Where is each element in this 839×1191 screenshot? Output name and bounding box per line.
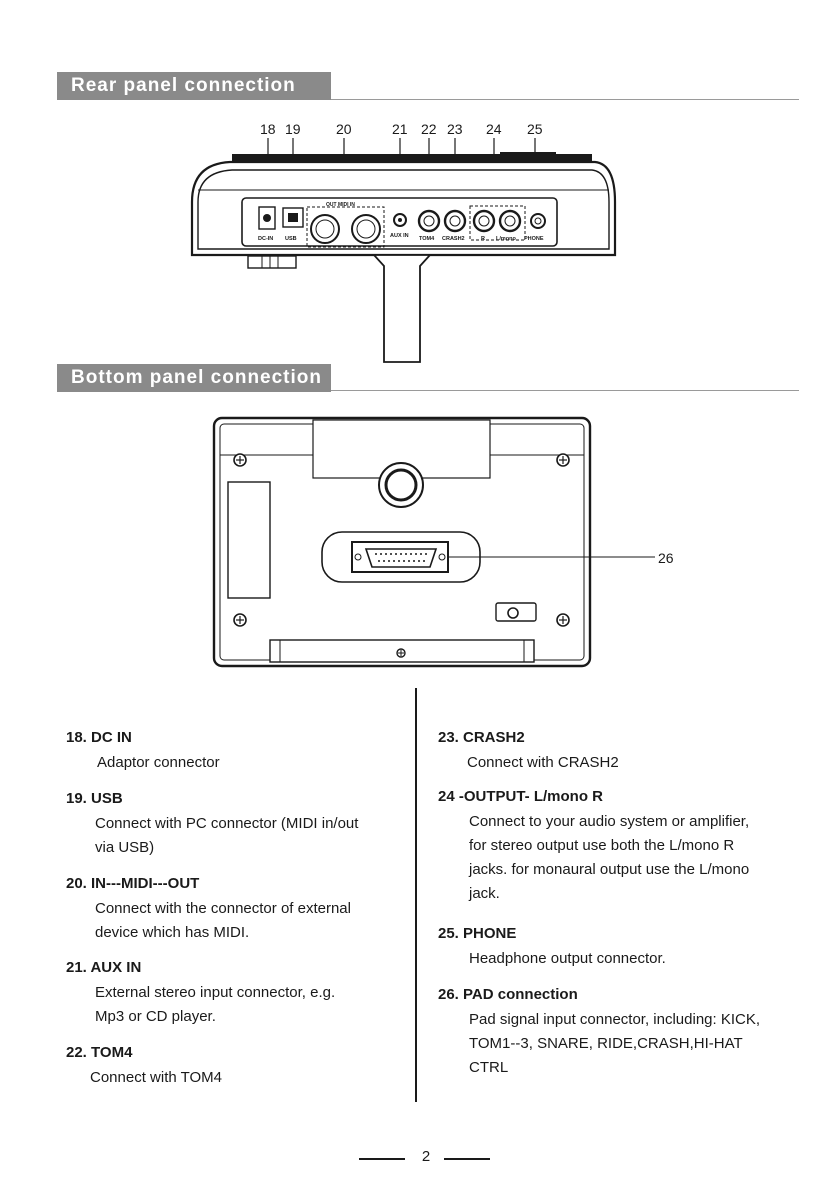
lmono-jack-label: L/mono <box>496 236 516 242</box>
callout-26: 26 <box>658 550 674 566</box>
midi-jack-label: OUT MIDI IN <box>326 202 355 208</box>
item-desc: via USB) <box>95 839 155 856</box>
item-title: 24 -OUTPUT- L/mono R <box>438 788 603 805</box>
item-desc: Connect with the connector of external <box>95 900 351 917</box>
tom4-jack-label: TOM4 <box>419 236 435 242</box>
item-title: 19. USB <box>66 790 123 807</box>
callout-24: 24 <box>486 121 502 137</box>
item-title: 23. CRASH2 <box>438 729 525 746</box>
bottom-panel-rule <box>331 390 799 391</box>
crash2-jack-label: CRASH2 <box>442 236 465 242</box>
item-midi: 20. IN---MIDI---OUT Connect with the con… <box>66 874 406 945</box>
item-desc: External stereo input connector, e.g. <box>95 984 336 1001</box>
bottom-panel-diagram: 26 <box>212 416 674 668</box>
rear-panel-diagram: 18 19 20 21 22 23 24 25 OUT MIDI IN <box>190 121 617 363</box>
item-desc: Pad signal input connector, including: K… <box>469 1011 761 1028</box>
item-aux-in: 21. AUX IN External stereo input connect… <box>66 958 406 1029</box>
phone-jack-label: PHONE <box>524 236 544 242</box>
item-desc: device which has MIDI. <box>95 924 250 941</box>
item-title: 22. TOM4 <box>66 1044 133 1061</box>
callout-25: 25 <box>527 121 543 137</box>
item-desc: Headphone output connector. <box>469 950 666 967</box>
item-desc: TOM1--3, SNARE, RIDE,CRASH,HI-HAT <box>469 1035 743 1052</box>
item-tom4: 22. TOM4 Connect with TOM4 <box>66 1043 406 1090</box>
rear-panel-heading: Rear panel connection <box>57 72 331 100</box>
item-output: 24 -OUTPUT- L/mono R Connect to your aud… <box>438 787 818 906</box>
item-dc-in: 18. DC IN Adaptor connector <box>66 728 406 775</box>
item-title: 18. DC IN <box>66 729 132 746</box>
item-desc: Connect with TOM4 <box>90 1069 223 1086</box>
callout-19: 19 <box>285 121 301 137</box>
dcin-jack-label: DC-IN <box>258 236 273 242</box>
item-desc: Connect with PC connector (MIDI in/out <box>95 815 359 832</box>
column-divider <box>415 688 417 1102</box>
item-desc: jacks. for monaural output use the L/mon… <box>469 861 750 878</box>
footer-rule-right <box>444 1158 490 1160</box>
item-title: 25. PHONE <box>438 925 517 942</box>
item-desc: for stereo output use both the L/mono R <box>469 837 735 854</box>
item-usb: 19. USB Connect with PC connector (MIDI … <box>66 789 406 860</box>
usb-jack-label: USB <box>285 236 297 242</box>
item-desc: Adaptor connector <box>97 754 220 771</box>
item-title: 20. IN---MIDI---OUT <box>66 875 200 892</box>
item-title: 26. PAD connection <box>438 986 578 1003</box>
item-desc: Connect to your audio system or amplifie… <box>469 813 750 830</box>
callout-20: 20 <box>336 121 352 137</box>
footer-rule-left <box>359 1158 405 1160</box>
callout-21: 21 <box>392 121 408 137</box>
item-desc: CTRL <box>469 1059 509 1076</box>
rear-panel-rule <box>331 99 799 100</box>
r-jack-label: R <box>481 236 485 242</box>
item-crash2: 23. CRASH2 Connect with CRASH2 <box>438 728 818 775</box>
item-phone: 25. PHONE Headphone output connector. <box>438 924 818 971</box>
item-desc: jack. <box>469 885 500 902</box>
item-title: 21. AUX IN <box>66 959 142 976</box>
item-pad-connection: 26. PAD connection Pad signal input conn… <box>438 985 833 1080</box>
callout-22: 22 <box>421 121 437 137</box>
callout-23: 23 <box>447 121 463 137</box>
callout-18: 18 <box>260 121 276 137</box>
item-desc: Mp3 or CD player. <box>95 1008 216 1025</box>
bottom-panel-heading: Bottom panel connection <box>57 364 331 392</box>
item-desc: Connect with CRASH2 <box>467 754 619 771</box>
aux-jack-label: AUX IN <box>390 233 409 239</box>
page-number: 2 <box>421 1148 431 1165</box>
